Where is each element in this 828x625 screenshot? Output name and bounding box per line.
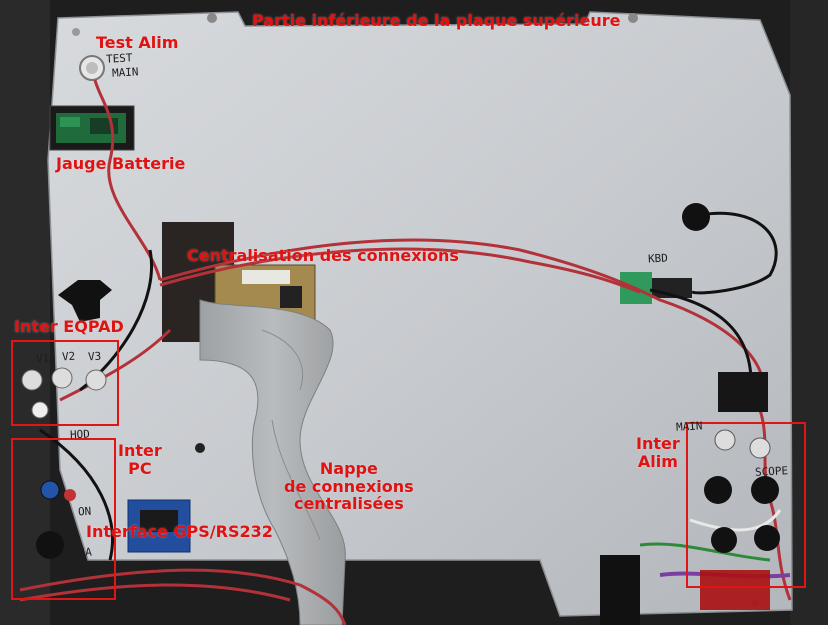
- screw: [628, 13, 638, 23]
- label-inter-pc: Inter PC: [118, 442, 162, 477]
- inter-pc-box: [11, 438, 116, 600]
- label-centralisation: Centralisation des connexions: [187, 246, 459, 265]
- red-wires: [19, 79, 792, 625]
- screw: [207, 13, 217, 23]
- label-interface-gps: Interface GPS/RS232: [86, 522, 273, 541]
- label-inter-pc-line2: PC: [128, 458, 152, 478]
- label-inter-alim: Inter Alim: [636, 435, 680, 470]
- title-label: Partie inférieure de la plaque supérieur…: [252, 11, 621, 30]
- label-nappe-line3: centralisées: [293, 494, 404, 514]
- eqpad-switches: [21, 367, 107, 419]
- handwritten-hod: HOD: [69, 427, 91, 442]
- inter-alim-box: [686, 422, 806, 588]
- label-inter-alim-line1: Inter: [636, 434, 680, 453]
- black-knob: [58, 280, 112, 322]
- label-nappe-line2: de connexions: [284, 476, 414, 496]
- label-inter-pc-line1: Inter: [118, 441, 162, 460]
- label-nappe-line1: Nappe: [319, 459, 378, 478]
- inter-eqpad-box: [11, 340, 119, 426]
- handwritten-scope: SCOPE: [754, 464, 789, 479]
- label-nappe: Nappe de connexions centralisées: [284, 460, 414, 513]
- handwritten-main: MAIN: [111, 65, 139, 80]
- red-led: [64, 489, 76, 501]
- dark-block: [600, 555, 640, 625]
- handwritten-v3: V3: [87, 349, 102, 364]
- handwritten-test: TEST: [105, 51, 133, 66]
- ma-switch: [36, 531, 64, 559]
- handwritten-on: ON: [77, 504, 92, 519]
- label-jauge-batterie: Jauge Batterie: [56, 154, 186, 173]
- pc-switch: [40, 480, 60, 500]
- metal-plate: [47, 11, 793, 617]
- label-test-alim: Test Alim: [96, 33, 179, 52]
- bottom-right-connectors: [700, 570, 770, 610]
- label-inter-alim-line2: Alim: [637, 451, 678, 471]
- case-left-wall: [0, 0, 50, 625]
- screw: [195, 443, 205, 453]
- case-right-wall: [790, 0, 828, 625]
- handwritten-kbd: KBD: [647, 251, 669, 266]
- handwritten-main-right: MAIN: [675, 419, 703, 434]
- handwritten-v1: V1: [35, 351, 50, 366]
- right-connector: [718, 372, 768, 412]
- alim-switches: [704, 429, 780, 553]
- screw: [72, 28, 80, 36]
- handwritten-v2: V2: [61, 349, 76, 364]
- handwritten-ma: M/A: [71, 545, 93, 560]
- label-inter-eqpad: Inter EQPAD: [14, 317, 124, 336]
- cable-grommet: [682, 203, 710, 231]
- handwritten-gps: GPS: [139, 559, 161, 574]
- ribbon-cable: [199, 299, 346, 625]
